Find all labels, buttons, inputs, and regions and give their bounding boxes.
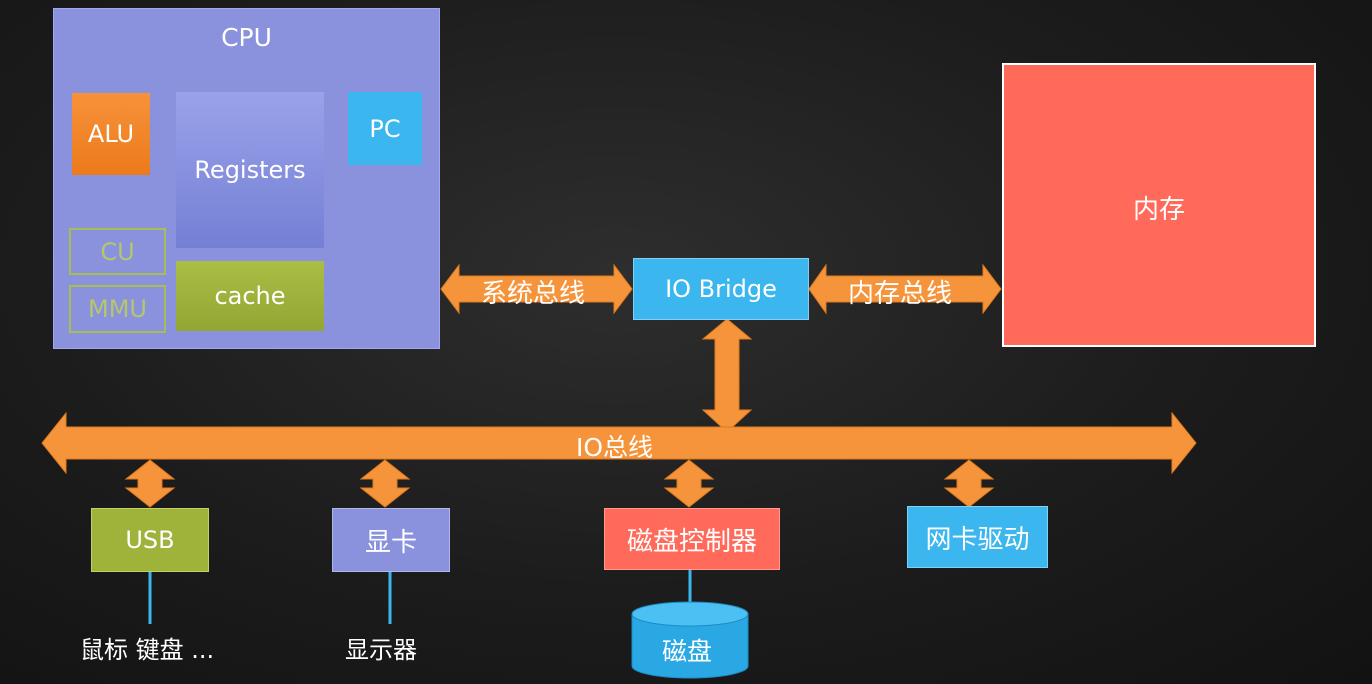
disk-cylinder [631, 601, 749, 679]
nic-driver-label: 网卡驱动 [925, 524, 1030, 555]
mmu-box: MMU [69, 285, 166, 333]
usb-peripherals-label: 鼠标 键盘 ... [80, 636, 215, 664]
alu-box: ALU [72, 93, 150, 175]
pc-label: PC [369, 114, 401, 143]
cache-label: cache [214, 282, 286, 310]
io-bridge-box: IO Bridge [633, 258, 809, 320]
io-bus-arrow [41, 411, 1197, 475]
memory-label: 内存 [1132, 195, 1185, 225]
usb-label: USB [125, 526, 175, 554]
cache-box: cache [176, 261, 324, 331]
memory-box: 内存 [1002, 63, 1316, 347]
cu-box: CU [69, 228, 166, 275]
io-bus-label: IO总线 [576, 433, 654, 462]
system-bus-arrow [440, 263, 633, 315]
disk-controller-label: 磁盘控制器 [626, 526, 757, 557]
nic-driver-box: 网卡驱动 [907, 506, 1048, 568]
disk-label: 磁盘 [662, 637, 713, 666]
registers-box: Registers [176, 92, 324, 248]
bridge-io-bus-arrow [701, 318, 753, 433]
registers-label: Registers [194, 156, 306, 184]
graphics-card-box: 显卡 [332, 508, 450, 572]
monitor-label: 显示器 [345, 636, 417, 664]
io-bridge-label: IO Bridge [665, 275, 777, 303]
cu-label: CU [100, 237, 135, 266]
usb-io-arrow [124, 459, 176, 508]
mmu-label: MMU [88, 295, 147, 323]
usb-box: USB [91, 508, 209, 572]
nic-io-arrow [943, 459, 995, 508]
alu-label: ALU [87, 120, 135, 148]
memory-bus-label: 内存总线 [848, 279, 953, 309]
cpu-title: CPU [221, 23, 272, 52]
disk-controller-box: 磁盘控制器 [604, 508, 780, 570]
graphics-io-arrow [359, 459, 411, 508]
pc-box: PC [348, 92, 422, 165]
memory-bus-arrow [808, 263, 1002, 315]
system-bus-label: 系统总线 [481, 279, 586, 309]
disk-controller-io-arrow [663, 459, 715, 508]
graphics-card-label: 显卡 [364, 527, 417, 558]
